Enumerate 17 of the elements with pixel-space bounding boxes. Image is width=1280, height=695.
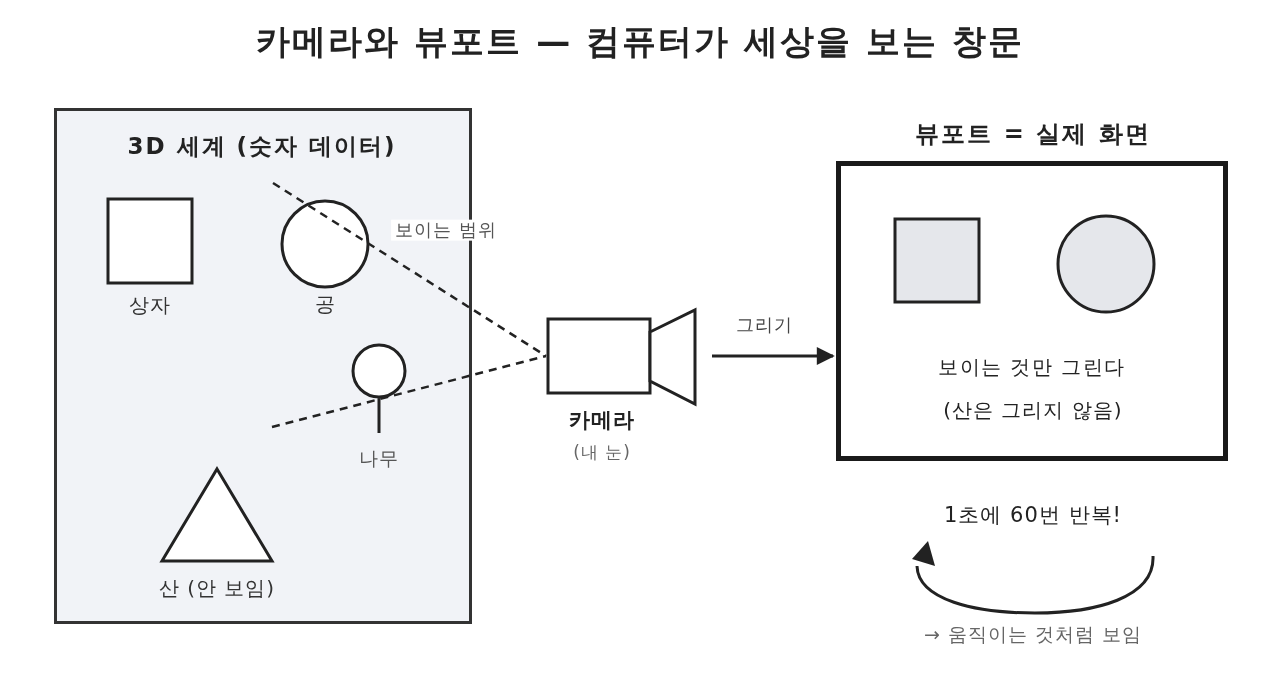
shape-caption: 산 (안 보임): [158, 576, 276, 600]
shape-caption: 나무: [359, 448, 399, 470]
dashed-line: [271, 354, 547, 429]
square-shape: [893, 217, 981, 304]
circle-shape: [1056, 214, 1156, 314]
diagram-title: 카메라와 뷰포트 — 컴퓨터가 세상을 보는 창문: [256, 22, 1024, 62]
viewport-note: (산은 그리지 않음): [943, 398, 1123, 422]
arrow: [712, 347, 835, 365]
result-note: → 움직이는 것처럼 보임: [924, 624, 1142, 646]
shape-caption: 상자: [129, 293, 171, 317]
viewport-note: 보이는 것만 그린다: [938, 355, 1126, 379]
camera-note: (내 눈): [573, 443, 631, 463]
panel-heading: 뷰포트 = 실제 화면: [915, 121, 1151, 149]
repeat-note: 1초에 60번 반복!: [944, 502, 1122, 528]
shape-caption: 공: [315, 292, 335, 316]
panel-heading: 3D 세계 (숫자 데이터): [127, 132, 397, 160]
camera-label: 카메라: [569, 407, 635, 433]
